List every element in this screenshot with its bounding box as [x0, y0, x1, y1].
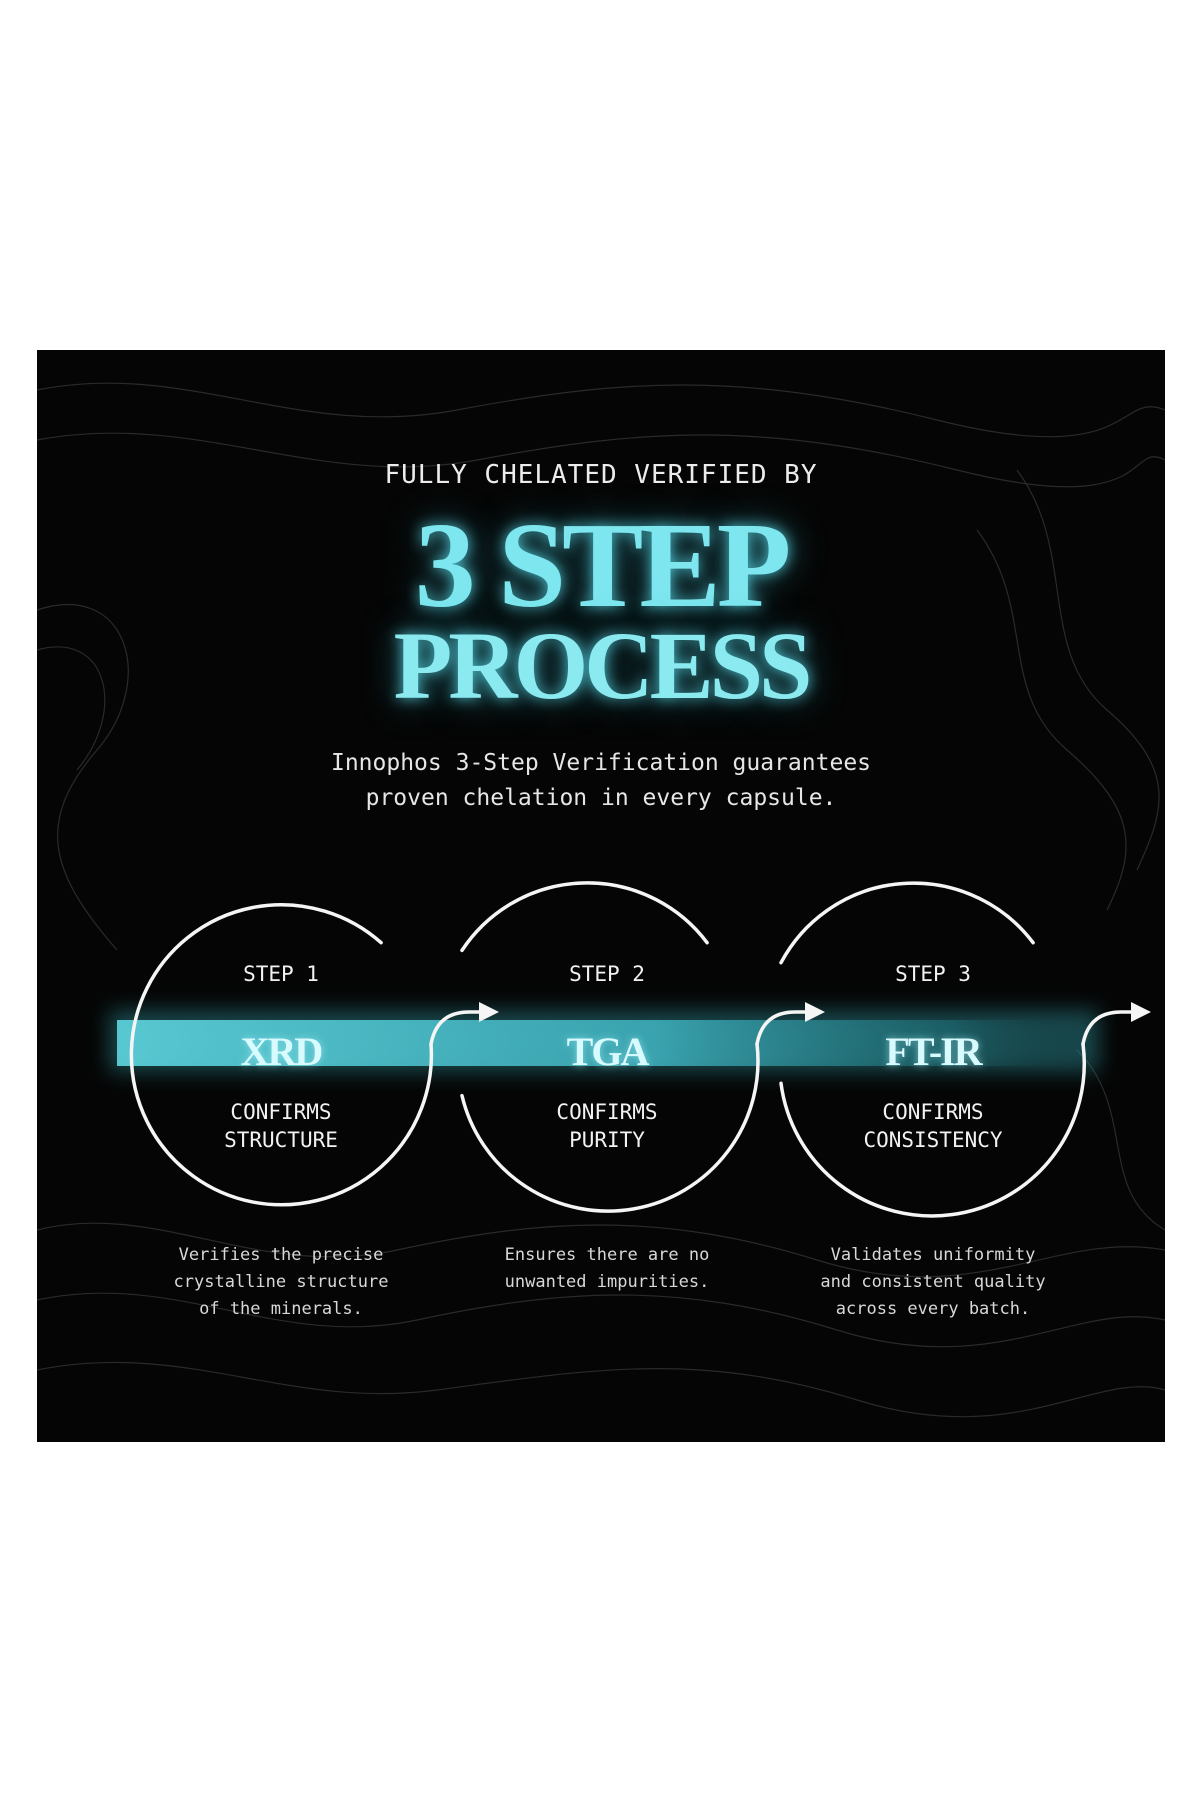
step-1-desc-line-1: Verifies the precise [178, 1245, 384, 1265]
step-1-desc-line-3: of the minerals. [199, 1299, 363, 1319]
step-1-circle [129, 903, 489, 1207]
step-2-desc-line-2: unwanted impurities. [504, 1272, 710, 1292]
step-1-description: Verifies the precise crystalline structu… [131, 1242, 431, 1323]
glow-band [117, 1020, 1097, 1066]
step-3-confirms-line-1: CONFIRMS [882, 1100, 984, 1124]
step-1-confirms: CONFIRMS STRUCTURE [151, 1098, 411, 1154]
arrow-right-icon [1131, 1002, 1151, 1022]
step-2-confirms: CONFIRMS PURITY [477, 1098, 737, 1154]
step-3-circle [779, 881, 1133, 1218]
step-3-desc-line-2: and consistent quality [820, 1272, 1046, 1292]
step-2-circle [460, 881, 815, 1213]
step-3-desc-line-3: across every batch. [835, 1299, 1031, 1319]
headline-line-2: PROCESS [393, 612, 813, 719]
step-1-method: XRD [240, 1029, 324, 1074]
step-1-label: STEP 1 [243, 962, 319, 986]
step-3-confirms-line-2: CONSISTENCY [863, 1128, 1003, 1152]
intro-text: Innophos 3-Step Verification guarantees … [37, 746, 1165, 816]
arrow-right-icon [479, 1002, 499, 1022]
step-3-label: STEP 3 [895, 962, 971, 986]
headline-line-1: 3 STEP [414, 498, 792, 633]
arrow-right-icon [805, 1002, 825, 1022]
step-2-confirms-line-1: CONFIRMS [556, 1100, 658, 1124]
step-2-label: STEP 2 [569, 962, 645, 986]
step-3-desc-line-1: Validates uniformity [830, 1245, 1036, 1265]
step-3-confirms: CONFIRMS CONSISTENCY [803, 1098, 1063, 1154]
kicker-text: FULLY CHELATED VERIFIED BY [384, 460, 818, 490]
infographic-panel: FULLY CHELATED VERIFIED BY 3 STEP PROCES… [37, 350, 1165, 1442]
intro-line-1: Innophos 3-Step Verification guarantees [330, 750, 872, 776]
step-2-description: Ensures there are no unwanted impurities… [457, 1242, 757, 1296]
topographic-background [37, 382, 1165, 1418]
step-2-desc-line-1: Ensures there are no [504, 1245, 710, 1265]
intro-line-2: proven chelation in every capsule. [365, 785, 837, 811]
step-1-confirms-line-2: STRUCTURE [224, 1128, 338, 1152]
step-1-confirms-line-1: CONFIRMS [230, 1100, 332, 1124]
step-2-method: TGA [566, 1029, 650, 1074]
process-flow-diagram [109, 881, 1151, 1218]
step-3-description: Validates uniformity and consistent qual… [783, 1242, 1083, 1323]
step-1-desc-line-2: crystalline structure [173, 1272, 389, 1292]
step-3-method: FT-IR [885, 1029, 982, 1074]
step-2-confirms-line-2: PURITY [569, 1128, 645, 1152]
